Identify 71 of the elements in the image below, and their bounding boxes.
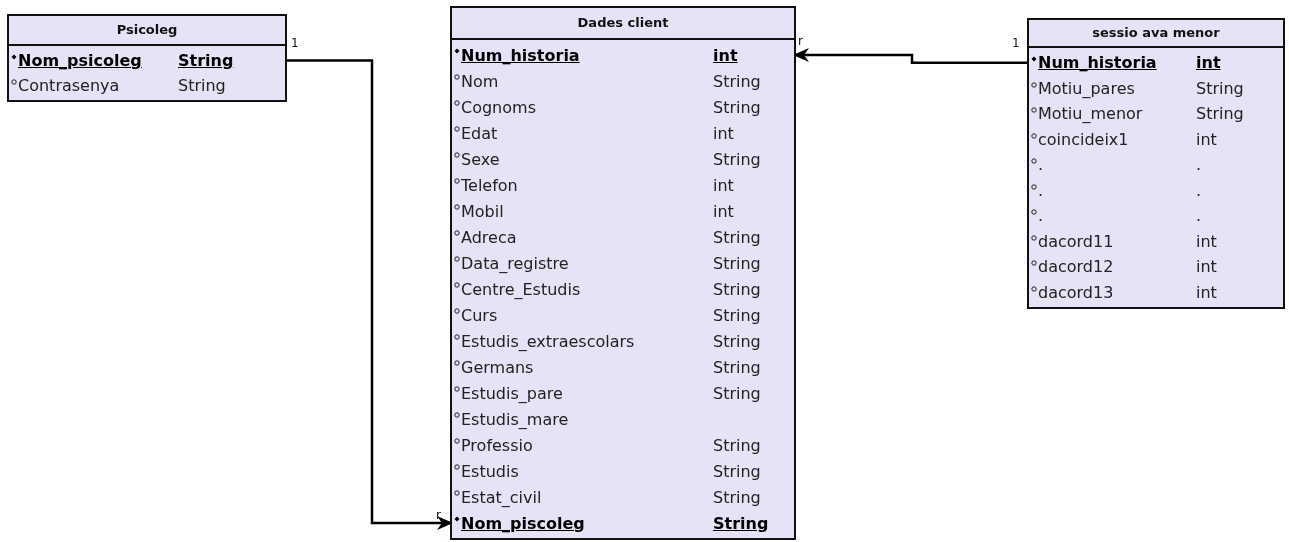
attribute-type: String (713, 71, 761, 91)
attribute-type: String (713, 461, 761, 481)
attribute-type: String (713, 487, 761, 507)
cardinality-label: r (798, 34, 803, 48)
attribute-type: String (713, 357, 761, 377)
attribute-type: int (1196, 129, 1217, 149)
attribute-name: Motiu_menor (1038, 104, 1144, 124)
attribute-name: coincideix1 (1038, 129, 1130, 149)
attribute-type: int (1196, 257, 1217, 277)
attribute-name: Mobil (461, 201, 505, 221)
attribute-type: . (1196, 155, 1202, 175)
attribute-type: . (1196, 206, 1202, 226)
attribute-type: int (1196, 231, 1217, 251)
attribute-type: String (713, 253, 761, 273)
attribute-name: . (1038, 180, 1045, 200)
attribute-type: int (1196, 53, 1221, 73)
attribute-name: Estudis_extraescolars (461, 331, 636, 351)
attribute-name: Cognoms (461, 97, 537, 117)
attribute-type: String (713, 279, 761, 299)
table-title: Dades client (452, 8, 794, 40)
attribute-name: Estat_civil (461, 487, 543, 507)
attribute-name: Centre_Estudis (461, 279, 582, 299)
cardinality-label: r (436, 508, 441, 522)
attribute-type: String (713, 383, 761, 403)
cardinality-label: 1 (291, 36, 299, 50)
attribute-name: Motiu_pares (1038, 78, 1136, 98)
attribute-name: Estudis_mare (461, 409, 570, 429)
attribute-name: dacord11 (1038, 231, 1115, 251)
attribute-name: Adreca (461, 227, 518, 247)
attribute-type: String (713, 435, 761, 455)
attribute-type: int (713, 123, 734, 143)
attribute-type: String (713, 149, 761, 169)
attribute-name: Num_historia (461, 45, 581, 65)
entity-table (1027, 18, 1285, 309)
attribute-name: Nom_piscoleg (461, 513, 586, 533)
attribute-name: Professio (461, 435, 534, 455)
attribute-name: Contrasenya (18, 76, 121, 95)
attribute-name: Data_registre (461, 253, 570, 273)
attribute-type: String (713, 305, 761, 325)
attribute-name: Nom_psicoleg (18, 51, 143, 70)
attribute-name: dacord13 (1038, 282, 1115, 302)
attribute-type: String (1196, 104, 1244, 124)
attribute-type: . (1196, 180, 1202, 200)
attribute-type: String (713, 513, 769, 533)
attribute-type: String (178, 51, 234, 70)
attribute-type: String (178, 76, 226, 95)
attribute-name: Nom (461, 71, 500, 91)
entity-table (450, 6, 796, 540)
attribute-name: Edat (461, 123, 499, 143)
attribute-name: Estudis_pare (461, 383, 564, 403)
entity-table (7, 14, 287, 102)
attribute-type: String (713, 97, 761, 117)
attribute-type: String (713, 331, 761, 351)
attribute-type: int (1196, 282, 1217, 302)
attribute-type: String (1196, 78, 1244, 98)
attribute-name: Sexe (461, 149, 501, 169)
attribute-type: String (713, 227, 761, 247)
attribute-name: Curs (461, 305, 499, 325)
attribute-type: int (713, 175, 734, 195)
attribute-name: . (1038, 206, 1045, 226)
attribute-type: int (713, 201, 734, 221)
attribute-type: int (713, 45, 738, 65)
cardinality-label: 1 (1012, 36, 1020, 50)
attribute-name: Estudis (461, 461, 520, 481)
attribute-name: Telefon (461, 175, 519, 195)
table-title: sessio ava menor (1029, 20, 1283, 48)
attribute-name: dacord12 (1038, 257, 1115, 277)
attribute-name: Germans (461, 357, 535, 377)
attribute-name: . (1038, 155, 1045, 175)
attribute-name: Num_historia (1038, 53, 1158, 73)
table-title: Psicoleg (9, 16, 285, 46)
